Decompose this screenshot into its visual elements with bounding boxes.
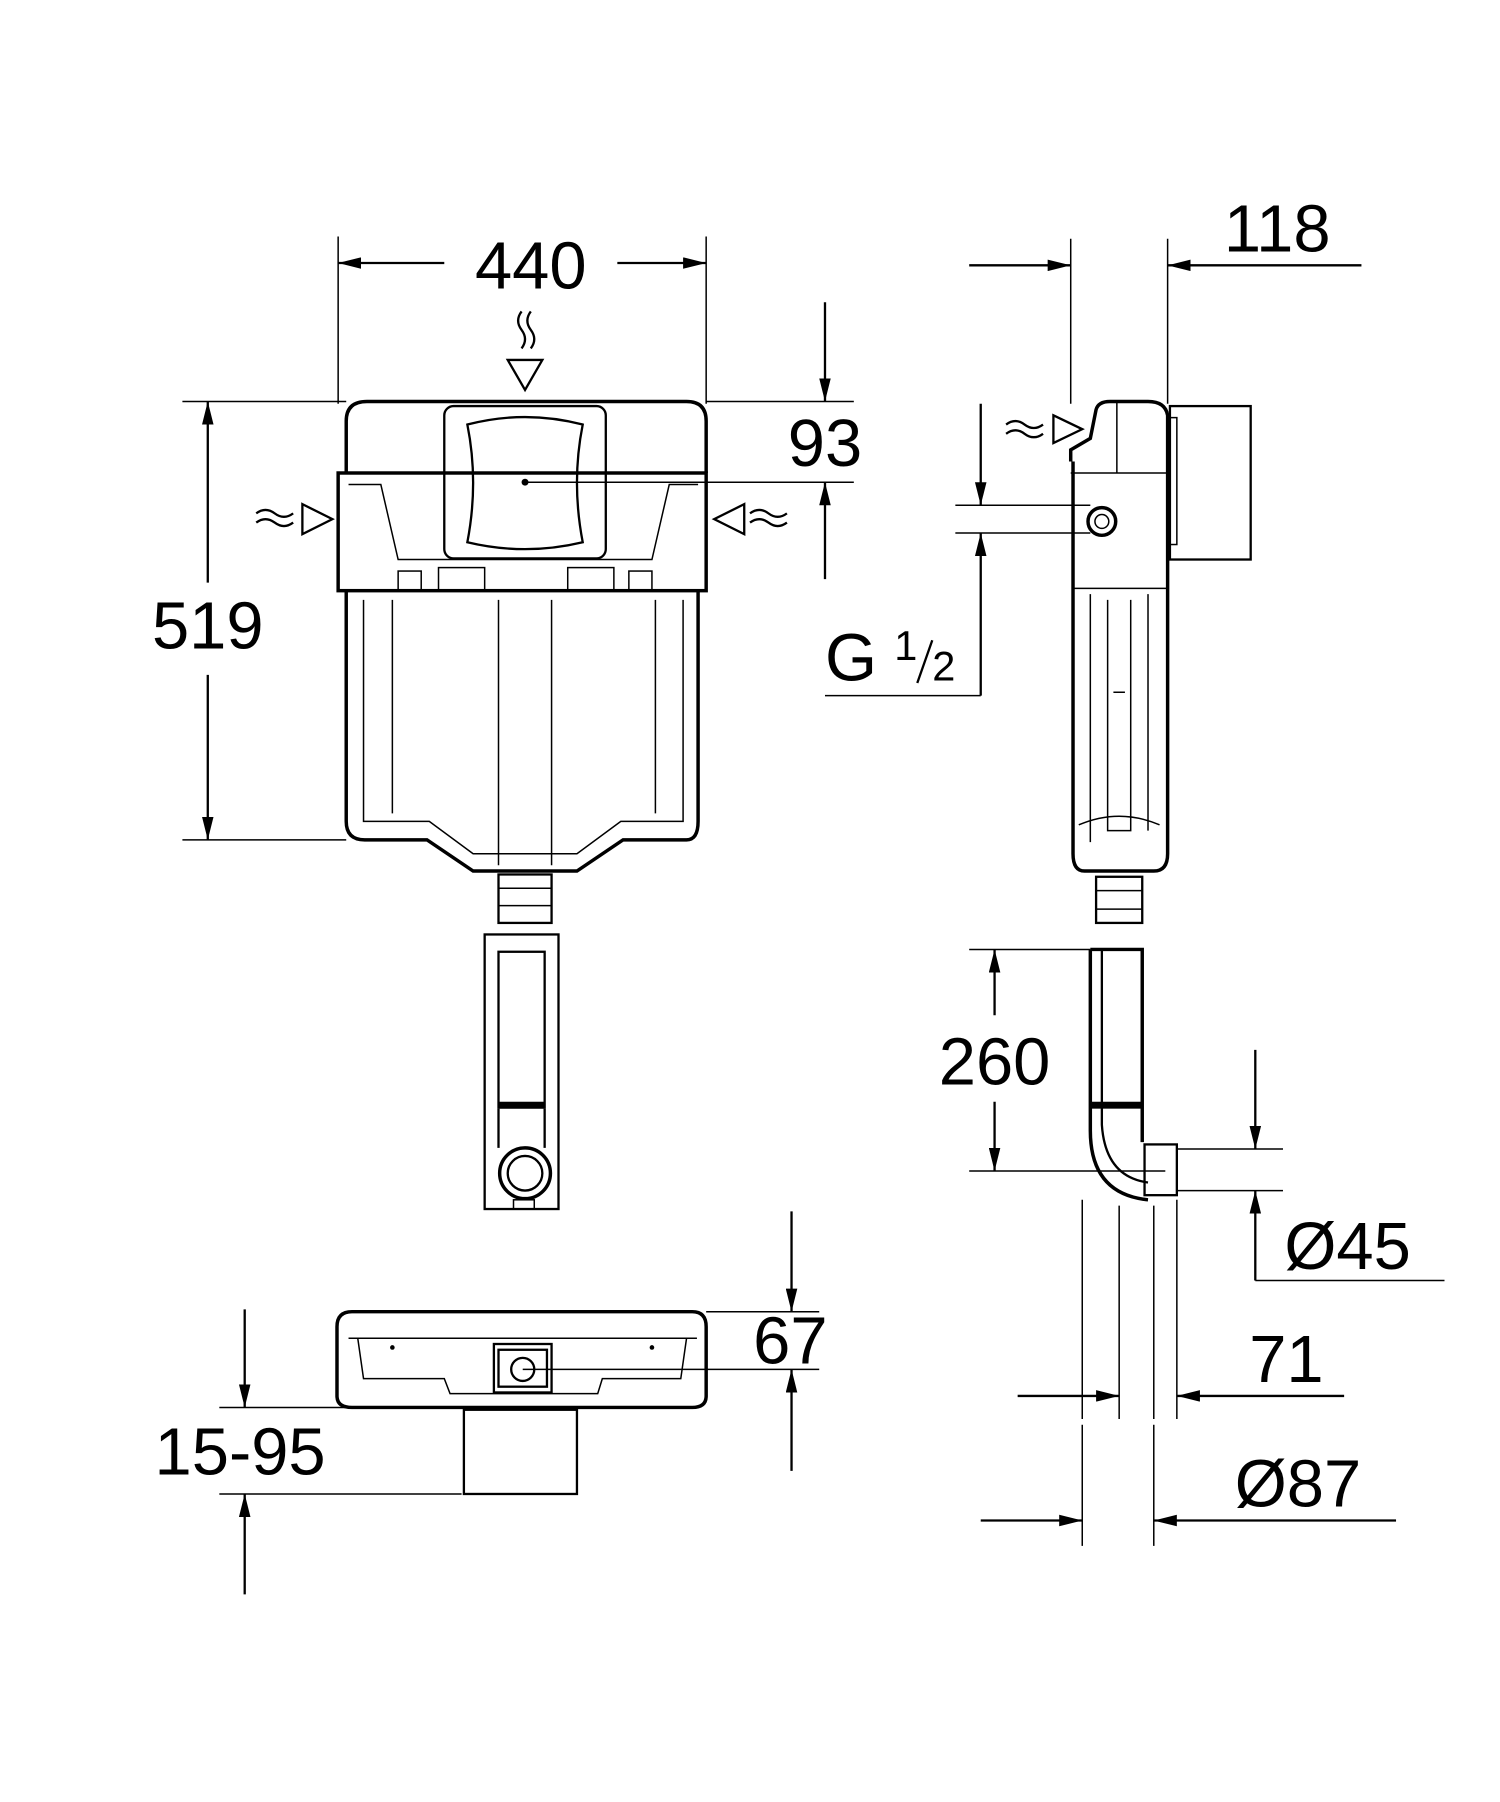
dimension-pipe-diameter: Ø87 <box>980 1424 1397 1546</box>
thread-denominator: 2 <box>932 643 955 690</box>
dimension-width: 440 <box>337 228 707 404</box>
dimension-top-depth: 67 <box>522 1211 828 1471</box>
thread-label: G <box>825 621 877 696</box>
dimension-outlet-diameter: Ø45 <box>1176 1049 1445 1284</box>
height-label: 519 <box>152 588 264 663</box>
depth-label: 118 <box>1224 191 1331 266</box>
front-view <box>255 310 788 1211</box>
dimension-adjust-range: 15-95 <box>155 1309 462 1595</box>
dimension-pipe-length: 260 <box>939 948 1166 1172</box>
adjust-range-label: 15-95 <box>155 1414 326 1489</box>
top-depth-label: 67 <box>753 1304 827 1379</box>
dimension-height: 519 <box>152 400 347 841</box>
width-label: 440 <box>475 228 587 303</box>
top-view <box>335 1309 708 1496</box>
dimension-thread: G 1 2 <box>825 403 1091 697</box>
pipe-diameter-label: Ø87 <box>1235 1447 1361 1522</box>
inlet-height-label: 93 <box>788 406 862 481</box>
outlet-diameter-label: Ø45 <box>1284 1209 1410 1284</box>
offset-label: 71 <box>1249 1322 1323 1397</box>
dimension-offset: 71 <box>1017 1199 1345 1419</box>
dimension-inlet-height: 93 <box>525 302 862 580</box>
dimension-depth: 118 <box>969 191 1362 404</box>
side-view <box>1005 399 1252 1202</box>
pipe-length-label: 260 <box>939 1024 1051 1099</box>
thread-numerator: 1 <box>894 622 917 669</box>
